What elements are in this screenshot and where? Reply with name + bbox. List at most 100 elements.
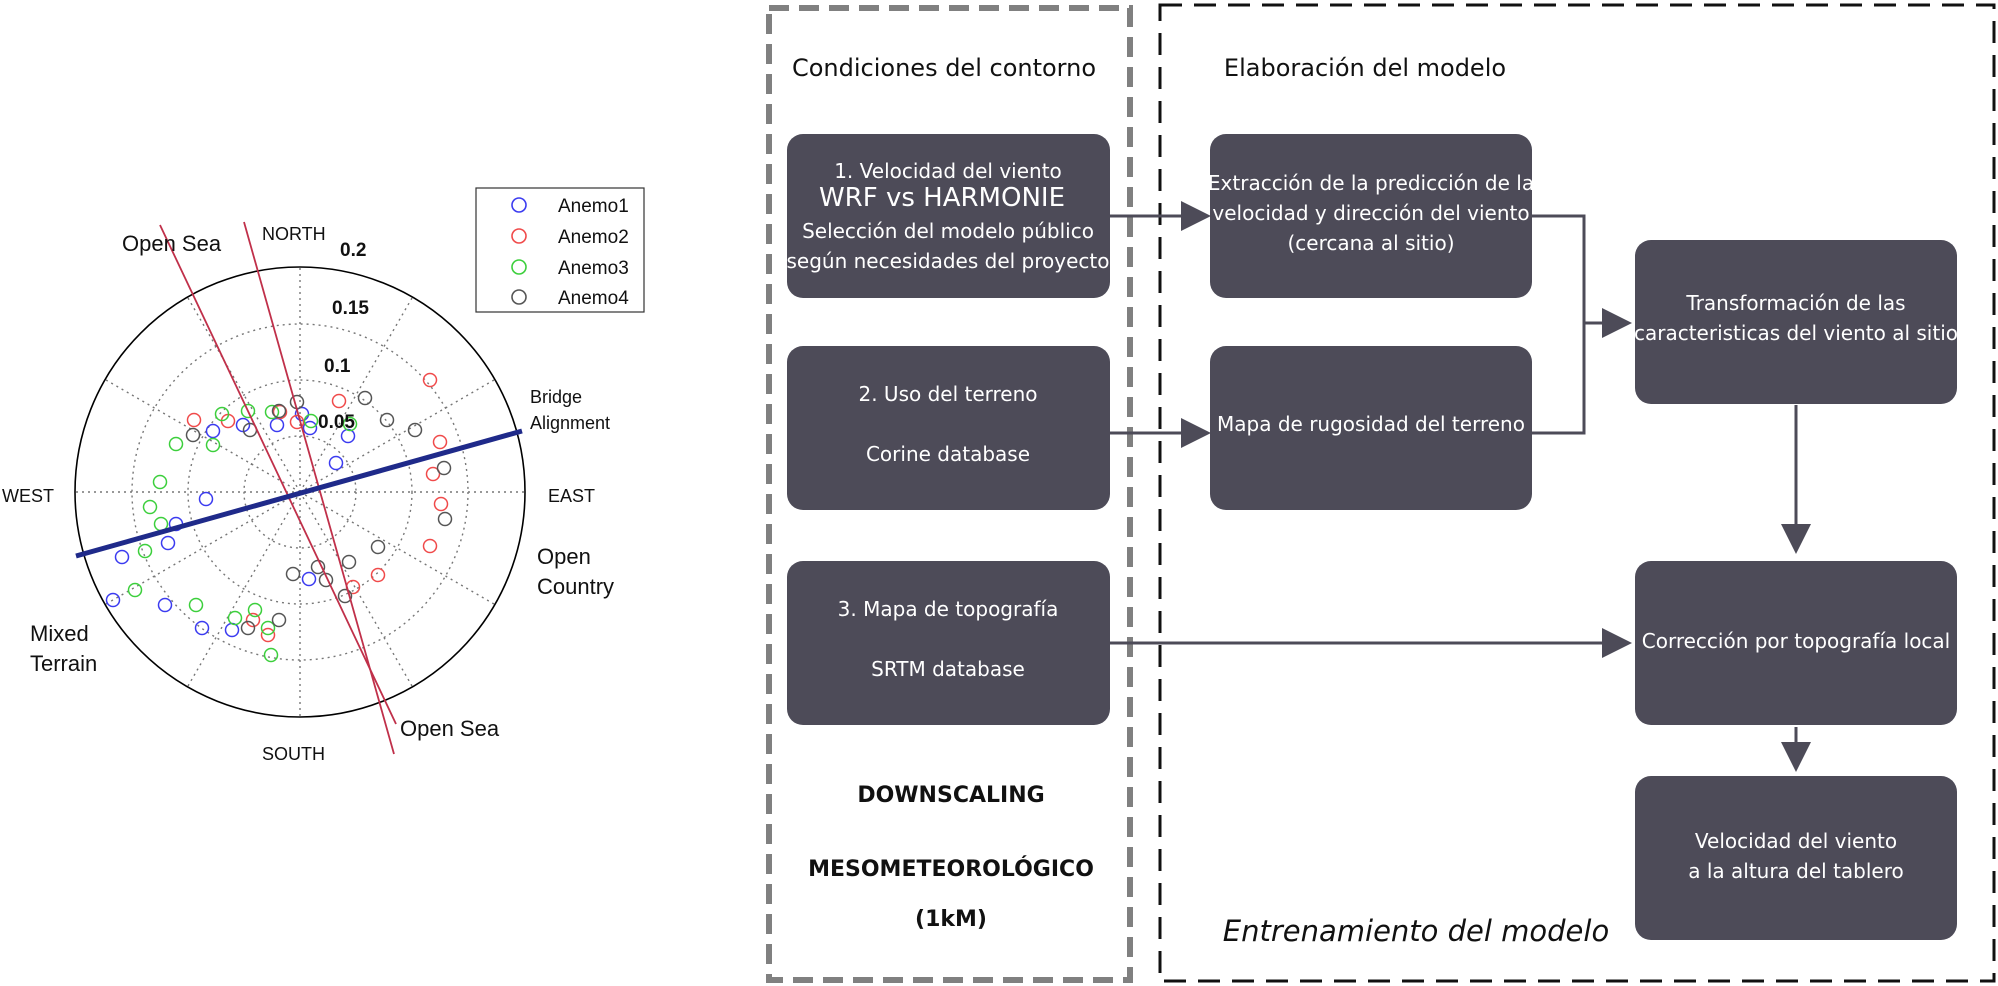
polar-plot: NORTH SOUTH EAST WEST 0.05 0.1 0.15 0.2 … (2, 187, 645, 764)
open-sea-line-1 (159, 224, 397, 725)
flowchart: Condiciones del contorno Elaboración del… (766, 3, 1996, 983)
data-marker-anemo2 (272, 404, 288, 420)
box-deck-speed-line2: a la altura del tablero (1688, 859, 1904, 883)
data-marker-anemo3 (152, 474, 168, 490)
annotation-open-country-2: Country (537, 574, 614, 599)
data-marker-anemo1 (114, 549, 130, 565)
label-model-training: Entrenamiento del modelo (1223, 914, 1609, 948)
annotation-open-country-1: Open (537, 544, 591, 569)
data-marker-anemo1 (294, 406, 310, 422)
polar-spoke (299, 296, 414, 493)
direction-south: SOUTH (262, 744, 325, 764)
data-marker-anemo2 (432, 434, 448, 450)
data-marker-anemo4 (271, 612, 287, 628)
box-topography-line2: SRTM database (871, 657, 1025, 681)
polar-ring-0.1 (187, 379, 413, 605)
box-land-use-line2: Corine database (866, 442, 1030, 466)
data-marker-anemo4 (379, 412, 395, 428)
box-roughness-line1: Mapa de rugosidad del terreno (1217, 412, 1525, 436)
legend: Anemo1 Anemo2 Anemo3 Anemo4 (475, 187, 645, 313)
ring-label-0.15: 0.15 (332, 298, 369, 319)
legend-marker-anemo3 (511, 259, 527, 275)
data-marker-anemo2 (433, 496, 449, 512)
ring-label-0.1: 0.1 (324, 356, 351, 377)
polar-outer-circle (74, 266, 526, 718)
box-extraction: Extracción de la predicción de la veloci… (1208, 134, 1534, 298)
polar-spoke (186, 296, 301, 493)
box-correction: Corrección por topografía local (1635, 561, 1957, 725)
data-marker-anemo3 (263, 647, 279, 663)
footer-resolution: (1kM) (915, 907, 987, 932)
polar-spoke (104, 491, 301, 606)
annotation-open-sea-top: Open Sea (122, 231, 222, 256)
annotation-open-sea-bottom: Open Sea (400, 716, 500, 741)
legend-label-anemo2: Anemo2 (558, 227, 629, 248)
data-marker-anemo1 (301, 571, 317, 587)
box-correction-line1: Corrección por topografía local (1642, 629, 1951, 653)
polar-spoke (299, 491, 414, 688)
data-marker-anemo2 (422, 372, 438, 388)
polar-spoke (104, 378, 301, 493)
data-marker-anemo3 (240, 403, 256, 419)
legend-marker-anemo1 (511, 197, 527, 213)
ring-label-0.2: 0.2 (340, 240, 366, 261)
data-marker-anemo4 (185, 427, 201, 443)
data-marker-anemo4 (341, 554, 357, 570)
data-marker-anemo3 (188, 597, 204, 613)
header-boundary-conditions: Condiciones del contorno (792, 54, 1096, 82)
data-marker-anemo3 (260, 620, 276, 636)
data-marker-anemo3 (142, 499, 158, 515)
data-marker-anemo1 (269, 417, 285, 433)
data-marker-anemo4 (437, 511, 453, 527)
data-marker-anemo3 (264, 404, 280, 420)
legend-marker-anemo4 (511, 289, 527, 305)
annotation-bridge-1: Bridge (530, 387, 582, 407)
data-marker-anemo3 (247, 602, 263, 618)
box-deck-speed-line1: Velocidad del viento (1695, 829, 1897, 853)
box-wind-speed: 1. Velocidad del viento WRF vs HARMONIE … (779, 134, 1118, 298)
legend-label-anemo1: Anemo1 (558, 196, 629, 217)
box-topography: 3. Mapa de topografía SRTM database (787, 561, 1110, 725)
footer-downscaling: DOWNSCALING (857, 783, 1044, 808)
data-marker-anemo1 (160, 535, 176, 551)
data-marker-anemo3 (342, 416, 358, 432)
box-land-use-line1: 2. Uso del terreno (858, 382, 1037, 406)
ring-label-0.05: 0.05 (318, 412, 355, 433)
legend-marker-anemo2 (511, 228, 527, 244)
data-marker-anemo1 (328, 455, 344, 471)
annotation-mixed-terrain-1: Mixed (30, 621, 89, 646)
data-marker-anemo1 (105, 592, 121, 608)
data-marker-anemo4 (271, 403, 287, 419)
box-transform-line2: caracteristicas del viento al sitio (1634, 321, 1958, 345)
legend-label-anemo4: Anemo4 (558, 288, 629, 309)
data-marker-anemo2 (422, 538, 438, 554)
legend-box (475, 187, 645, 313)
legend-label-anemo3: Anemo3 (558, 258, 629, 279)
bridge-alignment-line (75, 428, 523, 559)
direction-north: NORTH (262, 224, 326, 244)
annotation-mixed-terrain-2: Terrain (30, 651, 97, 676)
data-marker-anemo2 (260, 627, 276, 643)
annotation-bridge-2: Alignment (530, 413, 610, 433)
connector-extraction-merge (1532, 214, 1586, 435)
polar-data-markers (105, 372, 453, 663)
box-deck-speed: Velocidad del viento a la altura del tab… (1635, 776, 1957, 940)
data-marker-anemo4 (285, 566, 301, 582)
data-marker-anemo3 (214, 406, 230, 422)
polar-spokes (75, 267, 525, 717)
box-wind-speed-line2: WRF vs HARMONIE (819, 183, 1065, 213)
data-marker-anemo4 (357, 390, 373, 406)
data-marker-anemo4 (370, 539, 386, 555)
data-marker-anemo1 (194, 620, 210, 636)
box-land-use: 2. Uso del terreno Corine database (787, 346, 1110, 510)
data-marker-anemo2 (245, 612, 261, 628)
data-marker-anemo2 (186, 412, 202, 428)
box-wind-speed-line4: (según necesidades del proyecto) (779, 249, 1118, 273)
box-topography-line1: 3. Mapa de topografía (838, 597, 1059, 621)
box-transform: Transformación de las caracteristicas de… (1634, 240, 1958, 404)
data-marker-anemo1 (198, 491, 214, 507)
polar-spoke (299, 491, 496, 606)
box-transform-line1: Transformación de las (1685, 291, 1905, 315)
data-marker-anemo3 (205, 437, 221, 453)
